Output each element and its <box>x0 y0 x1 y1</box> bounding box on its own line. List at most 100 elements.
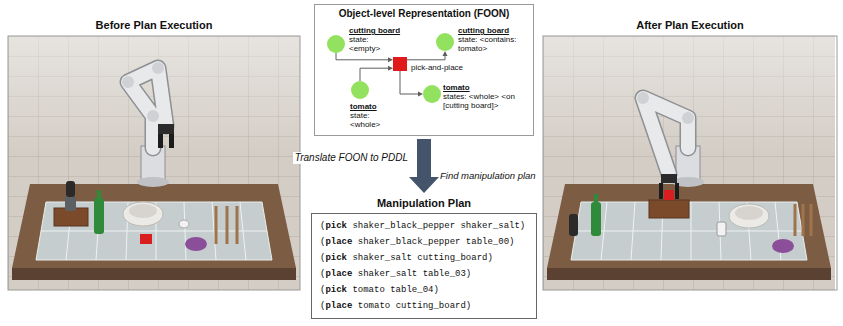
robot-arm <box>637 92 694 199</box>
object-state: states: <whole> <on [cutting board]> <box>443 92 515 110</box>
panel-border <box>543 36 837 290</box>
gripper-finger <box>158 134 163 148</box>
action-args: shaker_salt cutting_board) <box>347 253 493 263</box>
panel-heading: Object-level Representation (FOON) <box>315 8 533 20</box>
bracket: ( <box>320 301 325 311</box>
green-bottle <box>94 198 104 234</box>
action-word: place <box>325 301 352 311</box>
plan-step: (place shaker_black_pepper table_00) <box>320 234 528 250</box>
panel-title: Before Plan Execution <box>8 18 300 32</box>
bowl-inside <box>735 206 763 220</box>
action-args: tomato table_04) <box>347 285 439 295</box>
bowl-inside <box>129 204 157 218</box>
plan-step: (pick shaker_black_pepper shaker_salt) <box>320 218 528 234</box>
manipulation-plan: Manipulation Plan(pick shaker_black_pepp… <box>311 196 537 319</box>
white-bowl <box>729 204 769 228</box>
plan-heading: Manipulation Plan <box>311 196 537 210</box>
action-word: pick <box>325 253 347 263</box>
panel-border <box>8 36 300 290</box>
room <box>543 36 835 290</box>
salt-shaker <box>717 222 726 236</box>
object-node: cutting boardstate: <contains: tomato> <box>436 33 454 51</box>
joint <box>122 76 134 88</box>
action-word: pick <box>325 221 347 231</box>
arrow-head <box>409 177 439 193</box>
object-state: state: <whole> <box>350 111 390 129</box>
gripper-finger <box>169 134 174 148</box>
object-node: tomatostates: <whole> <on [cutting board… <box>423 85 441 103</box>
connector-line <box>407 55 445 60</box>
connector-line <box>417 139 431 180</box>
flow-arrow <box>360 66 393 81</box>
connector-line <box>400 71 419 94</box>
plan-step: (pick shaker_salt cutting_board) <box>320 250 528 266</box>
green-bottle <box>591 202 601 236</box>
joint <box>682 112 694 124</box>
action-args: tomato cutting_board) <box>352 301 471 311</box>
action-word: place <box>325 237 352 247</box>
cutting-board <box>649 200 689 218</box>
plan-step: (place shaker_salt table_03) <box>320 266 528 282</box>
after-scene <box>543 36 837 290</box>
bracket: ( <box>320 253 325 263</box>
motion-label: pick-and-place <box>411 63 463 72</box>
gripper-finger <box>675 183 679 199</box>
robot-arm <box>122 62 174 148</box>
arm-body <box>128 68 166 148</box>
object-state: state: <empty> <box>349 35 389 53</box>
action-args: shaker_black_pepper shaker_salt) <box>347 221 525 231</box>
joint <box>637 92 649 104</box>
tomato <box>140 234 152 244</box>
object-name: cutting board <box>349 26 400 35</box>
flow-arrow <box>400 71 423 97</box>
action-args: shaker_salt table_03) <box>352 269 471 279</box>
action-args: shaker_black_pepper table_00) <box>352 237 514 247</box>
plan-step: (place tomato cutting_board) <box>320 298 528 314</box>
object-name: tomato <box>443 83 470 92</box>
bottle-neck <box>594 194 598 204</box>
flow-arrow <box>336 53 393 62</box>
flow-arrow <box>407 51 448 60</box>
pepper-shaker <box>569 214 578 236</box>
purple-bowl <box>772 239 794 253</box>
tomato <box>664 190 674 200</box>
plan-box: (pick shaker_black_pepper shaker_salt)(p… <box>311 213 537 319</box>
bracket: ( <box>320 221 325 231</box>
gripper <box>158 124 174 134</box>
arrow-head <box>443 51 448 56</box>
object-name: tomato <box>350 102 377 111</box>
gripper-finger <box>659 183 663 199</box>
utensils <box>795 204 811 236</box>
arm-body <box>643 98 688 174</box>
small-cup <box>179 220 189 228</box>
bottle-neck <box>97 190 101 200</box>
object-name: cutting board <box>458 26 509 35</box>
object-node: cutting boardstate: <empty> <box>327 35 345 53</box>
gripper <box>661 174 677 183</box>
object-node: tomatostate: <whole> <box>351 81 369 99</box>
before-scene <box>8 36 300 290</box>
white-bowl <box>123 202 163 226</box>
foon-panel: Object-level Representation (FOON) cuttin… <box>314 4 534 136</box>
panel-title: After Plan Execution <box>543 18 837 32</box>
salt-shaker <box>65 196 76 211</box>
translation-arrow <box>409 139 439 193</box>
edge-label: Translate FOON to PDDL <box>293 152 410 164</box>
connector-line <box>360 68 389 81</box>
action-word: pick <box>325 285 347 295</box>
pepper-shaker <box>66 181 75 197</box>
joint <box>152 62 164 74</box>
object-state: state: <contains: tomato> <box>458 35 524 53</box>
purple-bowl <box>185 237 207 251</box>
step-label: Find manipulation plan <box>440 170 536 183</box>
bracket: ( <box>320 285 325 295</box>
joint <box>147 110 159 122</box>
arm-outline <box>128 68 166 148</box>
utensils <box>216 206 237 244</box>
plan-step: (pick tomato table_04) <box>320 282 528 298</box>
connector-line <box>336 53 389 60</box>
bracket: ( <box>320 237 325 247</box>
bracket: ( <box>320 269 325 279</box>
arm-outline <box>643 98 688 174</box>
